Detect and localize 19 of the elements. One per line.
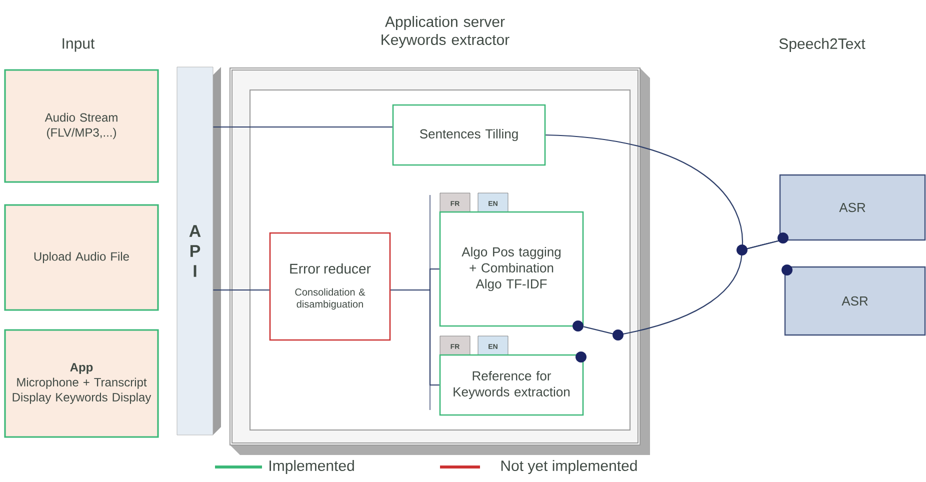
connector	[213, 126, 392, 128]
input-box: Audio Stream (FLV/MP3,...)	[4, 69, 159, 183]
input-box: App Microphone + Transcript Display Keywords Display	[4, 329, 159, 438]
column-heading: Input	[62, 38, 95, 52]
asr-box: ASR	[779, 174, 926, 241]
legend-text: Implemented	[270, 460, 354, 474]
process-box: Reference for Keywords extraction	[439, 354, 584, 416]
connector	[213, 289, 270, 291]
process-box: Algo Pos tagging + Combination Algo TF-IDF	[439, 211, 584, 327]
heading: Application server Keywords extractor	[382, 16, 510, 48]
column-heading: Speech2Text	[779, 38, 866, 52]
asr-box: ASR	[784, 266, 926, 336]
process-box: Error reducer Consolidation & disambiguation	[269, 232, 391, 341]
connector	[390, 289, 440, 386]
legend-text: Not yet implemented	[501, 460, 637, 474]
process-box: Sentences Tilling	[392, 104, 546, 166]
api-bar: API	[176, 66, 214, 436]
connector	[584, 240, 780, 336]
input-box: Upload Audio File	[4, 204, 159, 311]
